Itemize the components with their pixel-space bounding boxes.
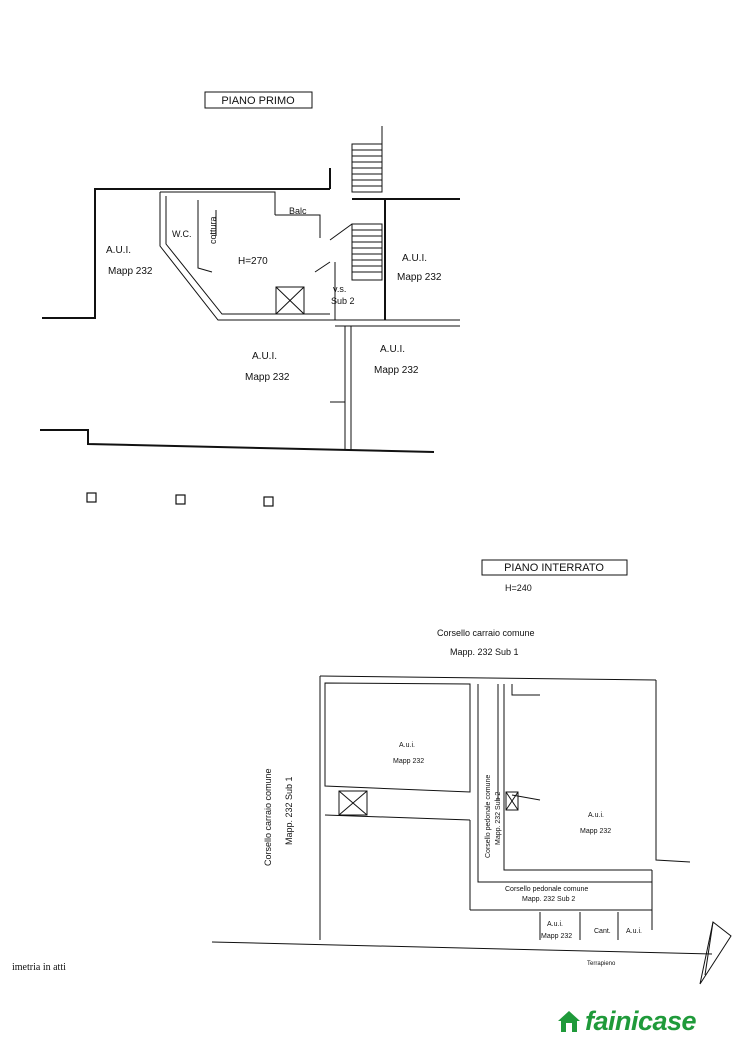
basement-labels: Corsello carraio comune Mapp. 232 Sub 1 …: [263, 742, 642, 967]
svg-text:Corsello carraio comune: Corsello carraio comune: [263, 768, 273, 866]
basement-plan: PIANO INTERRATO H=240 Corsello carraio c…: [211, 559, 732, 985]
svg-text:Mapp. 232 Sub 2: Mapp. 232 Sub 2: [495, 792, 502, 845]
svg-text:W.C.: W.C.: [172, 229, 192, 239]
first-floor-title: PIANO PRIMO: [221, 95, 295, 107]
svg-text:H=270: H=270: [238, 256, 268, 267]
svg-text:Mapp. 232 Sub 1: Mapp. 232 Sub 1: [284, 776, 294, 845]
svg-text:A.U.I.: A.U.I.: [402, 253, 427, 264]
svg-text:Cant.: Cant.: [594, 928, 611, 935]
svg-text:A.u.i.: A.u.i.: [547, 921, 563, 928]
svg-text:Corsello pedonale comune: Corsello pedonale comune: [485, 775, 492, 858]
svg-text:Corsello carraio comune: Corsello carraio comune: [437, 628, 535, 638]
svg-text:A.u.i.: A.u.i.: [626, 928, 642, 935]
svg-text:Mapp 232: Mapp 232: [541, 933, 572, 940]
svg-text:Mapp 232: Mapp 232: [397, 272, 442, 283]
basement-height: H=240: [505, 583, 532, 593]
svg-text:v.s.: v.s.: [333, 284, 346, 294]
outer-wall: [40, 168, 460, 453]
basement-title-box: [481, 559, 628, 576]
svg-text:Mapp. 232 Sub 1: Mapp. 232 Sub 1: [450, 647, 519, 657]
svg-text:Terrapieno: Terrapieno: [587, 961, 616, 967]
svg-text:A.u.i.: A.u.i.: [588, 812, 604, 819]
svg-text:Sub 2: Sub 2: [331, 296, 355, 306]
checkbox-markers: [86, 492, 274, 507]
brand-logo: fainicase: [556, 1004, 697, 1038]
svg-text:Mapp 232: Mapp 232: [245, 372, 290, 383]
svg-text:Mapp. 232 Sub 2: Mapp. 232 Sub 2: [522, 896, 575, 903]
basement-lift: [338, 790, 519, 816]
basement-title: PIANO INTERRATO: [504, 562, 604, 574]
footnote: imetria in atti: [12, 962, 66, 973]
svg-text:Mapp 232: Mapp 232: [393, 758, 424, 765]
house-logo-icon: [558, 1011, 580, 1032]
svg-text:Mapp 232: Mapp 232: [374, 365, 419, 376]
svg-text:cottura: cottura: [208, 216, 218, 244]
first-floor-labels: A.U.I. Mapp 232 W.C. cottura Balc H=270 …: [106, 206, 442, 383]
svg-text:Corsello pedonale comune: Corsello pedonale comune: [505, 886, 588, 893]
svg-text:A.u.i.: A.u.i.: [399, 742, 415, 749]
svg-text:A.U.I.: A.U.I.: [380, 344, 405, 355]
svg-text:Balc: Balc: [289, 206, 307, 216]
brand-wordmark: fainicase: [585, 1005, 697, 1036]
apartment-walls: [159, 191, 460, 450]
svg-text:Mapp 232: Mapp 232: [108, 266, 153, 277]
first-floor-plan: PIANO PRIMO: [40, 91, 460, 507]
first-floor-title-box: [204, 91, 313, 109]
staircase: [329, 126, 383, 281]
north-arrow-icon: [699, 921, 732, 985]
svg-text:Mapp 232: Mapp 232: [580, 828, 611, 835]
basement-walls: [211, 675, 713, 955]
svg-text:A.U.I.: A.U.I.: [106, 245, 131, 256]
svg-text:A.U.I.: A.U.I.: [252, 351, 277, 362]
